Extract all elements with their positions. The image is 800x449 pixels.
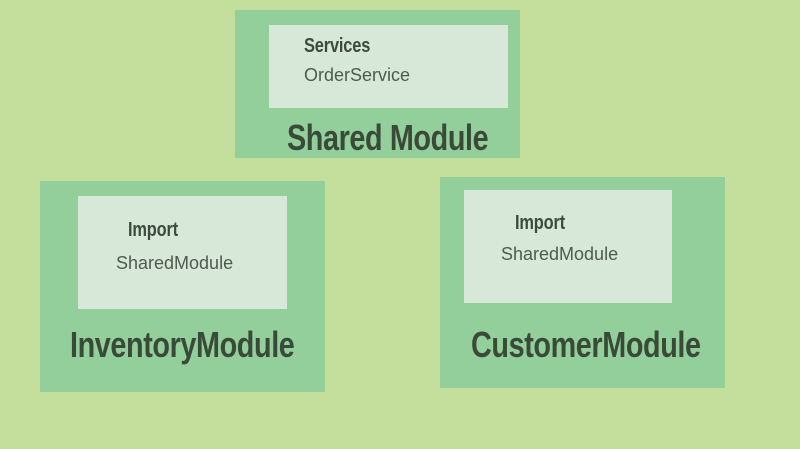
inventory-module-inner-box: Import SharedModule — [78, 196, 287, 309]
inventory-module-import-value: SharedModule — [116, 253, 234, 273]
shared-module-box: Services OrderService Shared Module — [235, 10, 520, 158]
shared-module-order-service: OrderService — [304, 65, 411, 85]
customer-module-inner-box: Import SharedModule — [464, 190, 672, 303]
inventory-module-import-heading: Import — [128, 219, 179, 241]
customer-module-import-value: SharedModule — [501, 244, 619, 264]
inventory-module-title: InventoryModule — [70, 324, 295, 365]
shared-module-services-heading: Services — [304, 35, 371, 57]
customer-module-title: CustomerModule — [471, 324, 701, 365]
inventory-module-box: Import SharedModule InventoryModule — [40, 181, 325, 392]
shared-module-inner-box: Services OrderService — [269, 25, 508, 108]
customer-module-import-heading: Import — [515, 212, 566, 234]
customer-module-box: Import SharedModule CustomerModule — [440, 177, 725, 388]
shared-module-title: Shared Module — [287, 117, 489, 158]
